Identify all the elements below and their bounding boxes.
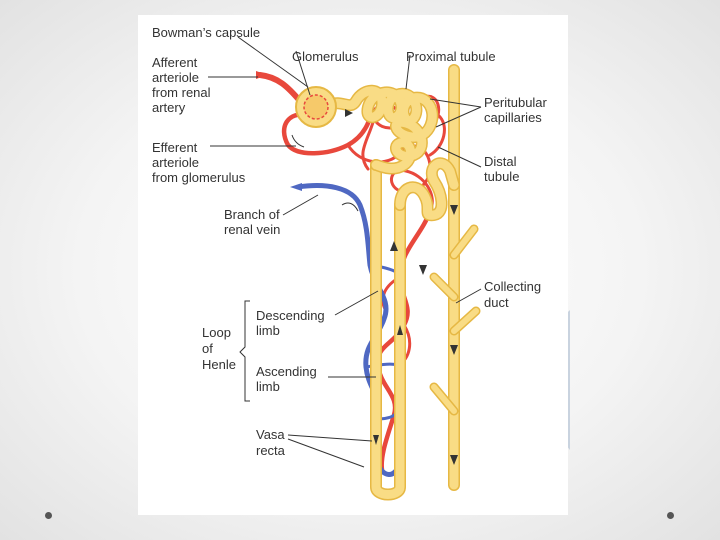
label-ascending-1: Ascending (256, 364, 317, 379)
label-efferent-3: from glomerulus (152, 170, 246, 185)
label-branch-vein-1: Branch of (224, 207, 280, 222)
label-ascending-2: limb (256, 379, 280, 394)
vein-arrow (290, 183, 302, 191)
label-efferent-2: arteriole (152, 155, 199, 170)
label-distal-2: tubule (484, 169, 519, 184)
label-branch-vein-2: renal vein (224, 222, 280, 237)
tubules (330, 70, 476, 495)
label-afferent-3: from renal (152, 85, 211, 100)
glomerulus-shape (304, 95, 328, 119)
bowmans-capsule-shape (296, 87, 336, 127)
label-afferent-4: artery (152, 100, 186, 115)
label-vasa-1: Vasa (256, 427, 285, 442)
label-bowmans-capsule: Bowman’s capsule (152, 25, 260, 40)
label-loop-2: of (202, 341, 213, 356)
label-descending-2: limb (256, 323, 280, 338)
label-loop-1: Loop (202, 325, 231, 340)
label-peritubular-1: Peritubular (484, 95, 548, 110)
label-proximal-tubule: Proximal tubule (406, 49, 496, 64)
label-vasa-2: recta (256, 443, 286, 458)
afferent-arteriole (260, 75, 300, 101)
nephron-diagram: Bowman’s capsule Afferent arteriole from… (138, 15, 568, 515)
label-afferent-1: Afferent (152, 55, 198, 70)
label-descending-1: Descending (256, 308, 325, 323)
slide-dot-left (45, 512, 52, 519)
slide-dot-right (667, 512, 674, 519)
label-collecting-1: Collecting (484, 279, 541, 294)
label-collecting-2: duct (484, 295, 509, 310)
diagram-panel: Bowman’s capsule Afferent arteriole from… (138, 15, 568, 515)
label-loop-3: Henle (202, 357, 236, 372)
labels: Bowman’s capsule Afferent arteriole from… (152, 25, 548, 458)
label-peritubular-2: capillaries (484, 110, 542, 125)
label-distal-1: Distal (484, 154, 517, 169)
label-glomerulus: Glomerulus (292, 49, 359, 64)
label-afferent-2: arteriole (152, 70, 199, 85)
renal-vein-branch (298, 186, 400, 475)
label-efferent-1: Efferent (152, 140, 198, 155)
